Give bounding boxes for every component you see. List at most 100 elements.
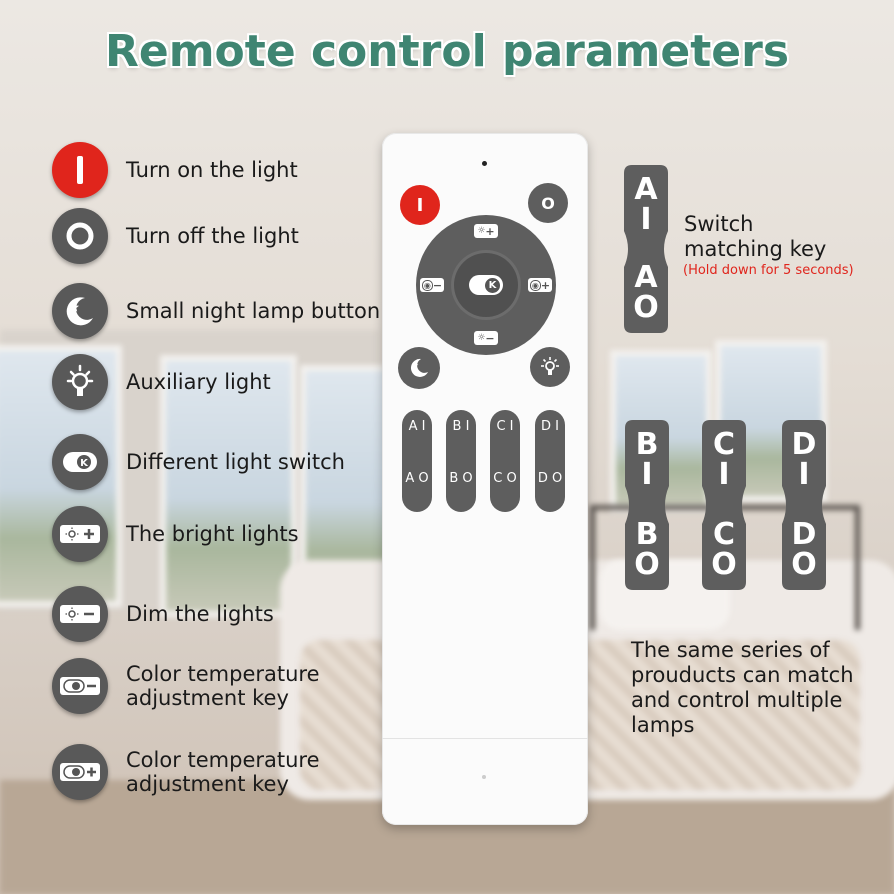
pill-top-label: C I bbox=[496, 419, 514, 434]
legend-label-line: Color temperature bbox=[126, 748, 320, 772]
legend-item-dim: Dim the lights bbox=[52, 586, 274, 642]
pill-bottom-label: C O bbox=[493, 471, 517, 486]
color-temp-up-button[interactable]: ◉ + bbox=[528, 278, 552, 292]
color-temp-down-icon bbox=[52, 658, 108, 714]
minus-sign: − bbox=[485, 331, 495, 345]
pill-top-label: A I bbox=[408, 419, 426, 434]
legend-item-turn-off: Turn off the light bbox=[52, 208, 299, 264]
light-switch-button[interactable]: K bbox=[454, 253, 518, 317]
brightness-up-icon bbox=[52, 506, 108, 562]
legend-item-night-lamp: Small night lamp button bbox=[52, 283, 380, 339]
legend-label: Turn off the light bbox=[126, 224, 299, 248]
annotation-line: and control multiple bbox=[631, 688, 843, 712]
auxiliary-light-button[interactable] bbox=[530, 347, 570, 387]
legend-label-line: Color temperature bbox=[126, 662, 320, 686]
k-symbol: K bbox=[485, 277, 500, 293]
color-temp-icon: ◉ bbox=[529, 279, 541, 291]
brightness-down-icon bbox=[52, 586, 108, 642]
pill-top-label: D I bbox=[541, 419, 559, 434]
annotation-line: prouducts can match bbox=[631, 663, 854, 687]
group-d-key[interactable]: D I D O bbox=[535, 410, 565, 512]
matching-key-title: Switch matching key bbox=[684, 212, 826, 262]
annotation-line: lamps bbox=[631, 713, 695, 737]
legend-label-line: adjustment key bbox=[126, 686, 289, 710]
power-off-button[interactable]: O bbox=[528, 183, 568, 223]
brightness-down-button[interactable]: ☼ − bbox=[474, 331, 498, 345]
hold-note: (Hold down for 5 seconds) bbox=[683, 263, 854, 278]
cover-dot bbox=[482, 775, 486, 779]
key-a-shape bbox=[624, 165, 668, 333]
annotation-line: Switch bbox=[684, 212, 754, 236]
legend-item-color-temp-down: Color temperature adjustment key bbox=[52, 658, 320, 714]
key-letter: D bbox=[791, 427, 817, 462]
legend-label: Turn on the light bbox=[126, 158, 298, 182]
key-letter: I bbox=[718, 457, 730, 492]
color-temp-down-button[interactable]: ◉ − bbox=[420, 278, 444, 292]
key-letter: C bbox=[712, 517, 736, 552]
legend-item-turn-on: Turn on the light bbox=[52, 142, 298, 198]
indicator-led bbox=[482, 161, 487, 166]
key-letter: B bbox=[635, 517, 659, 552]
light-switch-icon: K bbox=[469, 275, 503, 295]
key-letter: A bbox=[634, 260, 658, 295]
brightness-up-button[interactable]: ☼ + bbox=[474, 224, 498, 238]
key-letter: O bbox=[791, 547, 817, 582]
bulb-icon bbox=[541, 357, 559, 375]
key-letter: B bbox=[635, 427, 659, 462]
legend-label: Dim the lights bbox=[126, 602, 274, 626]
annotation-line: The same series of bbox=[631, 638, 830, 662]
power-off-symbol: O bbox=[541, 193, 555, 213]
big-key-b: B I B O bbox=[625, 420, 669, 590]
remote-control: I O ☼ + ☼ − ◉ − ◉ + K bbox=[382, 133, 588, 825]
legend-label: Different light switch bbox=[126, 450, 345, 474]
key-b-shape bbox=[625, 420, 669, 590]
group-a-key[interactable]: A I A O bbox=[402, 410, 432, 512]
big-key-c: C I C O bbox=[702, 420, 746, 590]
color-temp-icon: ◉ bbox=[421, 279, 433, 291]
svg-text:K: K bbox=[80, 458, 89, 469]
power-off-icon bbox=[52, 208, 108, 264]
legend-label: Small night lamp button bbox=[126, 299, 381, 323]
legend-item-bright: The bright lights bbox=[52, 506, 299, 562]
power-on-icon bbox=[52, 142, 108, 198]
key-letter: O bbox=[711, 547, 737, 582]
key-letter: O bbox=[633, 290, 659, 325]
power-on-symbol: I bbox=[416, 194, 424, 216]
pill-bottom-label: A O bbox=[405, 471, 429, 486]
key-letter: O bbox=[634, 547, 660, 582]
legend-item-auxiliary-light: Auxiliary light bbox=[52, 354, 271, 410]
color-temp-up-icon bbox=[52, 744, 108, 800]
big-key-a: A I A O bbox=[624, 165, 668, 333]
page-title: Remote control parameters bbox=[104, 26, 790, 77]
legend-label-line: adjustment key bbox=[126, 772, 289, 796]
sun-icon: ☼ bbox=[477, 226, 486, 236]
moon-icon bbox=[410, 358, 428, 377]
key-letter: C bbox=[712, 427, 736, 462]
plus-sign: + bbox=[540, 278, 551, 292]
power-on-button[interactable]: I bbox=[400, 185, 440, 225]
series-note: The same series of prouducts can match a… bbox=[631, 638, 854, 738]
night-lamp-button[interactable] bbox=[398, 347, 440, 389]
minus-sign: − bbox=[432, 278, 443, 292]
pill-bottom-label: D O bbox=[537, 471, 563, 486]
background-window bbox=[160, 355, 297, 617]
key-d-shape bbox=[782, 420, 826, 590]
pill-top-label: B I bbox=[452, 419, 470, 434]
group-c-key[interactable]: C I C O bbox=[490, 410, 520, 512]
legend-label: Color temperature adjustment key bbox=[126, 662, 320, 710]
night-lamp-icon bbox=[52, 283, 108, 339]
battery-cover bbox=[382, 738, 588, 825]
light-switch-icon: K bbox=[52, 434, 108, 490]
annotation-line: matching key bbox=[684, 237, 827, 261]
auxiliary-light-icon bbox=[52, 354, 108, 410]
key-letter: A bbox=[634, 172, 658, 207]
direction-pad: ☼ + ☼ − ◉ − ◉ + K bbox=[416, 215, 556, 355]
group-b-key[interactable]: B I B O bbox=[446, 410, 476, 512]
pill-bottom-label: B O bbox=[449, 471, 473, 486]
key-c-shape bbox=[702, 420, 746, 590]
key-letter: D bbox=[791, 517, 817, 552]
big-key-d: D I D O bbox=[782, 420, 826, 590]
plus-sign: + bbox=[485, 224, 495, 238]
legend-item-color-temp-up: Color temperature adjustment key bbox=[52, 744, 320, 800]
